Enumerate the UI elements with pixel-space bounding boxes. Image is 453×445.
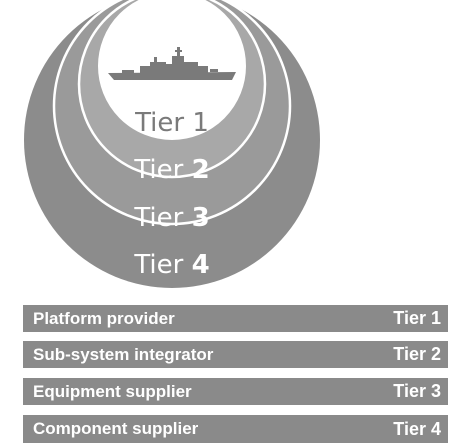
tier-4-word: Tier: [133, 250, 183, 280]
tier-3-number: 3: [192, 203, 210, 233]
table-row-sub-system-integrator: Sub-system integrator Tier 2: [23, 341, 448, 368]
tier-3-word: Tier: [133, 203, 183, 233]
tier-1-word: Tier: [134, 108, 184, 138]
table-row-component-supplier: Component supplier Tier 4: [23, 415, 448, 443]
role-label: Sub-system integrator: [33, 344, 214, 364]
warship-icon: [108, 47, 236, 80]
role-label: Component supplier: [33, 419, 199, 438]
tier-4-label: Tier 4: [133, 250, 209, 280]
tier-1-label: Tier 1: [134, 108, 209, 138]
tier-2-number: 2: [192, 155, 210, 185]
tier-tag: Tier 2: [393, 344, 441, 364]
tier-2-label: Tier 2: [133, 155, 209, 185]
table-row-equipment-supplier: Equipment supplier Tier 3: [23, 378, 448, 405]
tier-rings-diagram: Tier 1 Tier 2 Tier 3 Tier 4: [24, 0, 320, 288]
tier-4-number: 4: [192, 250, 210, 280]
tier-1-number: 1: [192, 108, 209, 138]
tier-2-word: Tier: [133, 155, 183, 185]
role-label: Platform provider: [33, 308, 175, 328]
table-row-platform-provider: Platform provider Tier 1: [23, 305, 448, 332]
tier-tag: Tier 4: [393, 418, 441, 439]
role-label: Equipment supplier: [33, 381, 192, 401]
tier-tag: Tier 1: [393, 308, 441, 328]
tier-tag: Tier 3: [393, 381, 441, 401]
tier-3-label: Tier 3: [133, 203, 209, 233]
